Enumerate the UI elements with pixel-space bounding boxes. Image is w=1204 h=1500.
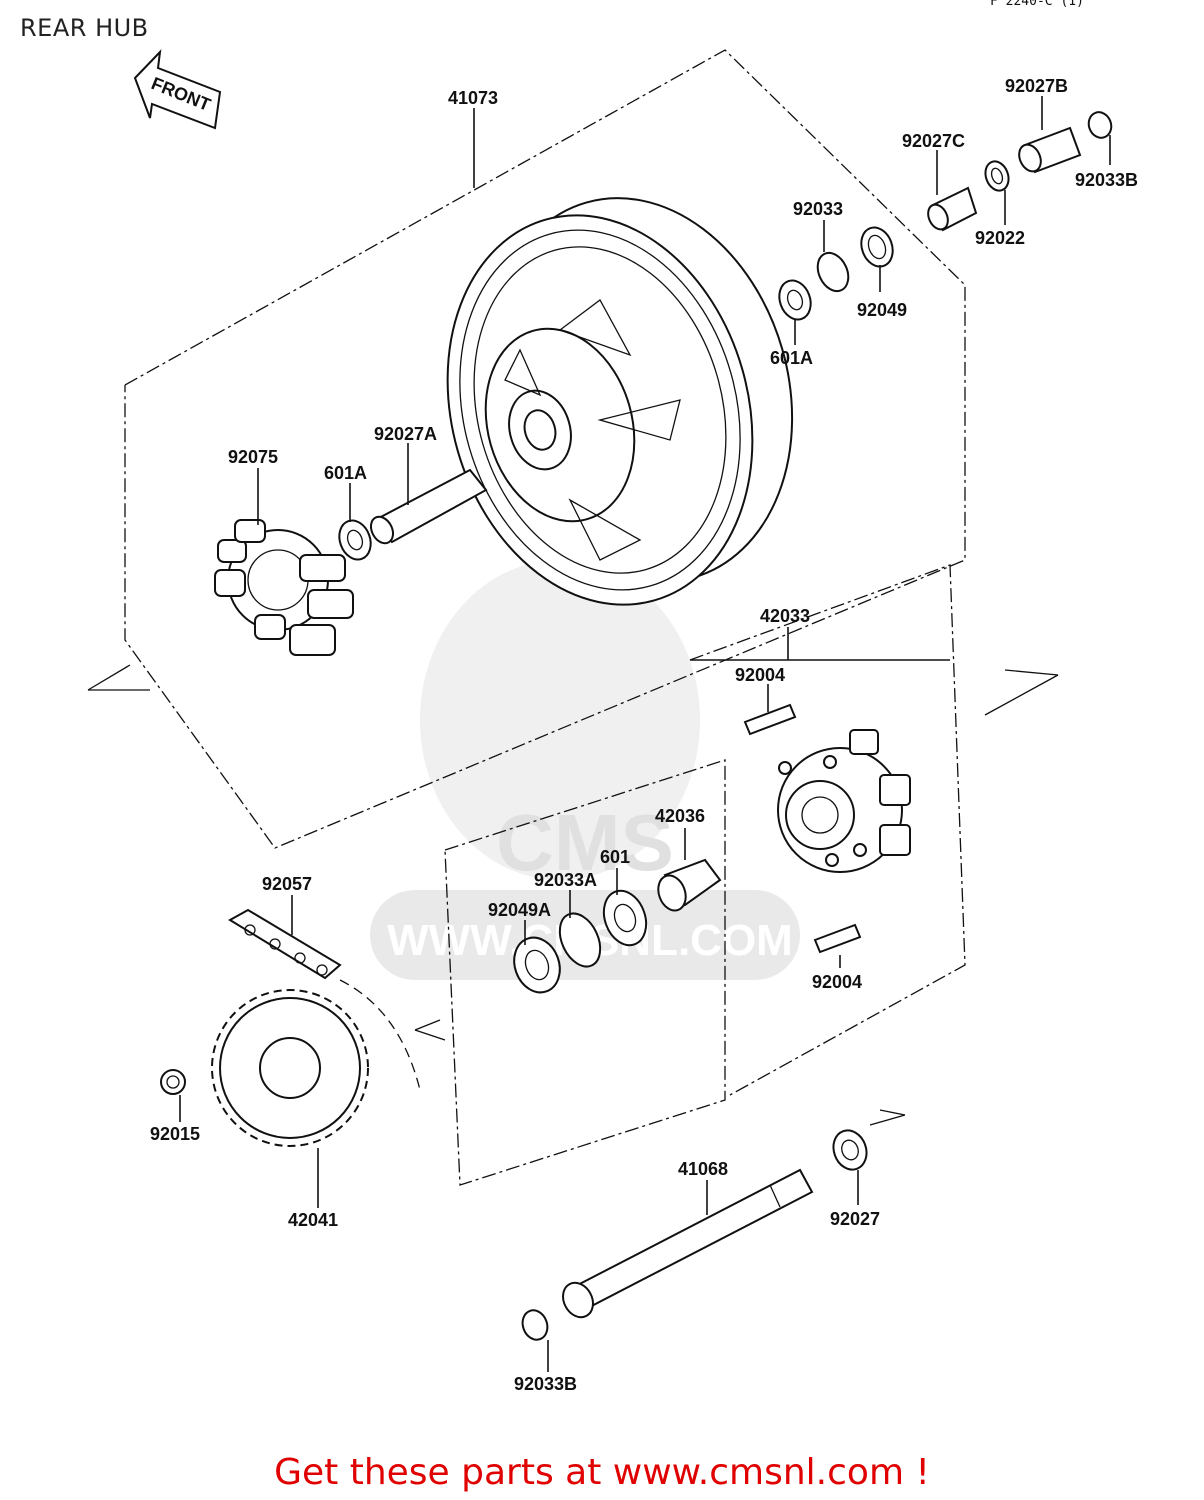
- stud-92004-bottom: [813, 923, 862, 954]
- label-92057: 92057: [262, 874, 312, 894]
- stud-92004-top: [743, 703, 797, 736]
- footer-link-text[interactable]: Get these parts at www.cmsnl.com !: [274, 1452, 930, 1493]
- bearing-601a-left: [338, 519, 372, 561]
- page-title: REAR HUB: [20, 14, 149, 42]
- circlip-92033a: [558, 912, 602, 968]
- label-92033a: 92033A: [534, 870, 597, 890]
- label-601: 601: [600, 847, 630, 867]
- washer-92022: [984, 160, 1010, 192]
- label-601a-left: 601A: [324, 463, 367, 483]
- label-92022: 92022: [975, 228, 1025, 248]
- collar-92027b: [1018, 126, 1082, 174]
- figure-code: F 2240-C (1): [990, 0, 1084, 9]
- label-42036: 42036: [655, 806, 705, 826]
- rear-wheel: [446, 197, 794, 606]
- circlip-92033b-bottom: [521, 1309, 549, 1341]
- label-42033: 42033: [760, 606, 810, 626]
- label-92049: 92049: [857, 300, 907, 320]
- leader-lines: [179, 96, 1111, 1372]
- label-92004-bottom: 92004: [812, 972, 862, 992]
- seal-92049: [860, 226, 894, 268]
- circlip-92033b-top: [1087, 111, 1113, 139]
- label-92027: 92027: [830, 1209, 880, 1229]
- label-92033b-bottom: 92033B: [514, 1374, 577, 1394]
- label-41073: 41073: [448, 88, 498, 108]
- axle-sleeve: [369, 468, 488, 545]
- label-92027a: 92027A: [374, 424, 437, 444]
- circlip-92033: [816, 251, 850, 293]
- hub-damper: [214, 519, 354, 656]
- label-92049a: 92049A: [488, 900, 551, 920]
- bearing-601a-right: [778, 279, 812, 321]
- label-92004-top: 92004: [735, 665, 785, 685]
- collar-92027c: [927, 186, 978, 232]
- part-labels: 41073 92027B 92027C 92033B 92022 92033 9…: [150, 76, 1138, 1394]
- label-92015: 92015: [150, 1124, 200, 1144]
- label-92033b-top: 92033B: [1075, 170, 1138, 190]
- label-41068: 41068: [678, 1159, 728, 1179]
- collar-92027: [832, 1129, 868, 1171]
- label-92027c: 92027C: [902, 131, 965, 151]
- nut-92015: [160, 1069, 186, 1095]
- assembly-outline-coupling: [414, 564, 1059, 1186]
- drive-chain: [228, 908, 421, 1091]
- seal-92049a: [513, 936, 561, 994]
- assembly-outline-wheel: [87, 49, 966, 849]
- label-92027b: 92027B: [1005, 76, 1068, 96]
- label-601a-right: 601A: [770, 348, 813, 368]
- label-92075: 92075: [228, 447, 278, 467]
- rear-axle: [562, 1168, 814, 1319]
- rear-sprocket: [211, 989, 369, 1147]
- label-42041: 42041: [288, 1210, 338, 1230]
- bearing-601: [602, 889, 648, 947]
- front-direction-arrow: FRONT: [133, 49, 222, 130]
- collar-42036: [657, 858, 722, 912]
- watermark-brand: CMS: [496, 798, 674, 887]
- sprocket-coupling: [777, 729, 911, 873]
- label-92033: 92033: [793, 199, 843, 219]
